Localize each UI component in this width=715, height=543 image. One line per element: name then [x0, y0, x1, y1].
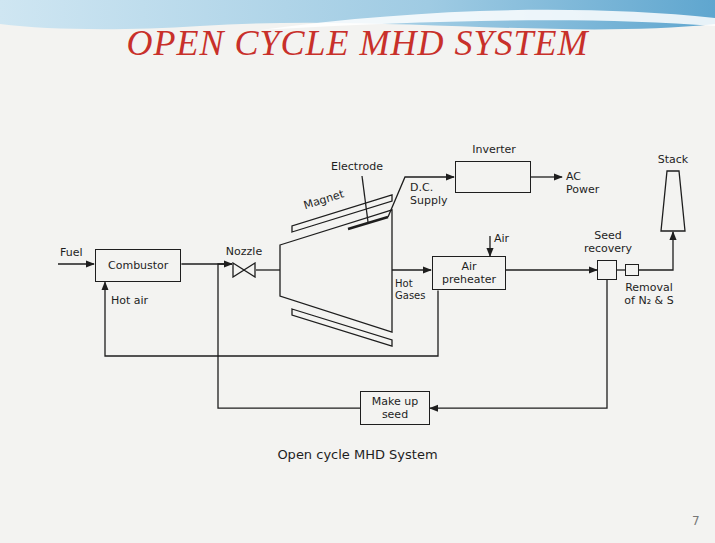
box-label: Combustor: [108, 259, 168, 272]
flow-connector: [506, 269, 597, 270]
box-label: Make up seed: [366, 395, 424, 421]
nozzle-outline: [232, 262, 256, 278]
flow-connector: [430, 280, 607, 408]
process-box: Air preheater: [432, 256, 506, 290]
box-heading: Inverter: [459, 143, 529, 156]
input-label: Fuel: [60, 246, 83, 259]
process-box: Inverter: [455, 161, 531, 193]
signal-label: D.C. Supply: [410, 181, 454, 207]
flow-connector: [105, 282, 438, 356]
part-name: Magnet: [302, 188, 345, 213]
output-label: AC Power: [566, 170, 610, 196]
wiring: [58, 176, 562, 346]
figure-caption: Open cycle MHD System: [0, 447, 715, 462]
process-box: Seed recovery: [597, 260, 617, 280]
part-name: Electrode: [331, 160, 383, 173]
slide-title: OPEN CYCLE MHD SYSTEM: [0, 22, 715, 64]
box-heading: Seed recovery: [577, 229, 639, 255]
process-box: Make up seed: [360, 391, 430, 425]
box-heading: Stack: [648, 153, 698, 166]
stack-outline: [660, 170, 686, 232]
box-label: Air preheater: [437, 260, 501, 286]
leader-line: [362, 176, 368, 222]
flow-connector: [218, 264, 360, 408]
magnet-bar: [292, 309, 392, 346]
flow-connector: [639, 232, 673, 270]
mhd-channel: [280, 210, 392, 332]
box-heading: Removal of N₂ & S: [622, 281, 676, 307]
flow-label: Hot air: [111, 294, 148, 307]
input-label: Air: [494, 232, 509, 245]
stack-chimney: Stack: [660, 170, 686, 232]
flow-connector: [617, 269, 625, 270]
dc-line: [388, 177, 454, 217]
nozzle-symbol: Nozzle: [232, 262, 256, 278]
box-heading: Nozzle: [219, 245, 269, 258]
flow-label: Hot Gases: [395, 278, 431, 302]
page-number: 7: [692, 514, 700, 528]
process-box: Combustor: [95, 249, 181, 282]
process-box: Removal of N₂ & S: [625, 264, 639, 276]
